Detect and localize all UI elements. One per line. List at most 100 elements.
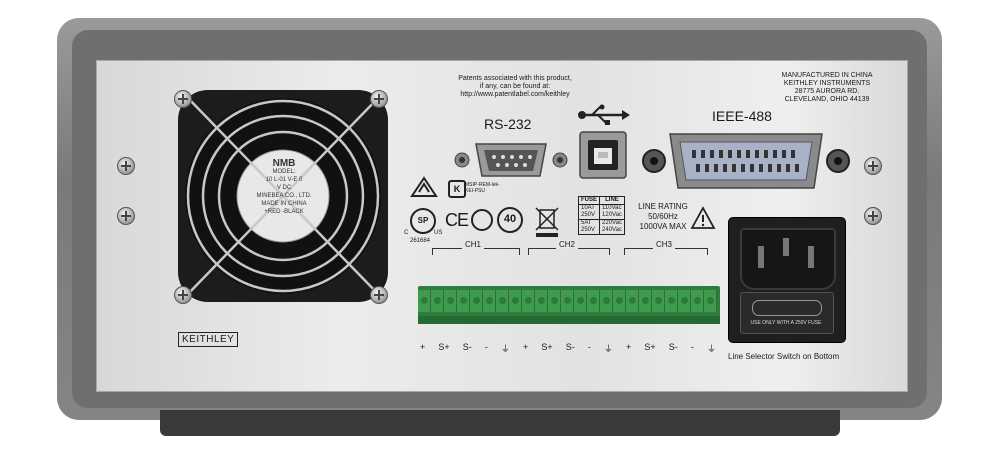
pin-label: + — [523, 342, 529, 352]
pin-label: + — [626, 342, 632, 352]
ieee488-port[interactable] — [638, 128, 854, 194]
power-pin — [758, 246, 764, 268]
terminal-screw[interactable] — [678, 290, 691, 312]
pin-label: - — [690, 342, 694, 352]
manufacturer-line: KEITHLEY INSTRUMENTS — [783, 80, 871, 87]
pin-label: S+ — [438, 342, 450, 352]
pin-label: ⏚ — [706, 344, 716, 354]
rs232-port[interactable] — [452, 138, 570, 182]
terminal-screw[interactable] — [561, 290, 574, 312]
line-rating: LINE RATING 50/60Hz 1000VA MAX — [636, 202, 690, 232]
rs232-label: RS-232 — [484, 116, 532, 132]
manufacturer-line: CLEVELAND, OHIO 44139 — [784, 96, 870, 103]
csa-c: C — [404, 230, 409, 236]
pin-label: S+ — [644, 342, 656, 352]
fan-screw — [174, 286, 192, 304]
line-rating-line: 1000VA MAX — [639, 222, 687, 231]
ground-pin — [783, 238, 789, 256]
pin-label: S- — [668, 342, 678, 352]
terminal-screw[interactable] — [691, 290, 704, 312]
terminal-screw[interactable] — [587, 290, 600, 312]
terminal-screw[interactable] — [548, 290, 561, 312]
usb-port[interactable] — [578, 130, 628, 180]
fan-label-line: MADE IN CHINA — [261, 201, 307, 207]
patent-line: http://www.patentlabel.com/keithley — [460, 91, 570, 98]
terminal-screw[interactable] — [665, 290, 678, 312]
fan-brand: NMB — [272, 158, 296, 169]
patent-notice: Patents associated with this product, if… — [440, 75, 590, 99]
fuse-cell: 10AT 250V — [577, 204, 601, 220]
brand-logo: KEITHLEY — [178, 332, 239, 347]
ch1-label: CH1 — [462, 240, 485, 249]
efup-40-mark-icon — [471, 207, 523, 233]
pin-label: S+ — [541, 342, 553, 352]
terminal-screw[interactable] — [470, 290, 483, 312]
terminal-screw[interactable] — [444, 290, 457, 312]
fan-screw — [174, 90, 192, 108]
terminal-screw[interactable] — [600, 290, 613, 312]
terminal-block-base — [418, 316, 720, 324]
terminal-screw[interactable] — [522, 290, 535, 312]
terminal-screw[interactable] — [496, 290, 509, 312]
ieee488-label: IEEE-488 — [712, 108, 772, 124]
terminal-screw[interactable] — [431, 290, 444, 312]
pin-label: ⏚ — [603, 344, 613, 354]
panel-screw — [864, 207, 882, 225]
line-selector-note: Line Selector Switch on Bottom — [728, 352, 840, 361]
rcm-mark-icon — [410, 176, 438, 197]
ch2-label: CH2 — [556, 240, 579, 249]
manufacturer-line: 28775 AURORA RD. — [794, 88, 860, 95]
fan-label-line: MODEL: — [272, 169, 296, 175]
patent-line: Patents associated with this product, — [458, 75, 572, 82]
fuse-header: FUSE — [577, 196, 601, 205]
fan-screw — [370, 286, 388, 304]
fan-label: NMB MODEL: 10 L-01 V-E 0 V DC MINEBEA CO… — [238, 158, 330, 216]
manufacturer-line: MANUFACTURED IN CHINA — [781, 72, 873, 79]
fuse-drawer-outline — [752, 300, 822, 316]
ch3-label: CH3 — [653, 240, 676, 249]
manufacturer-info: MANUFACTURED IN CHINA KEITHLEY INSTRUMEN… — [762, 72, 892, 104]
terminal-screw[interactable] — [613, 290, 626, 312]
fan-assembly — [178, 90, 388, 302]
patent-line: if any, can be found at: — [479, 83, 551, 90]
ch3-bracket — [624, 248, 708, 255]
terminal-screw[interactable] — [418, 290, 431, 312]
terminal-screw[interactable] — [457, 290, 470, 312]
panel-screw — [864, 157, 882, 175]
csa-us: US — [434, 230, 443, 236]
fuse-cell: 5AT 250V — [577, 219, 601, 235]
csa-mark-icon: SP — [410, 208, 436, 234]
ch1-bracket — [432, 248, 520, 255]
fan-screw — [370, 90, 388, 108]
panel-screw — [117, 207, 135, 225]
line-header: LINE — [599, 196, 625, 205]
fan-label-line: V DC — [276, 185, 292, 191]
line-cell: 220Vac 240Vac — [599, 219, 625, 235]
line-rating-line: 50/60Hz — [648, 212, 678, 221]
kc-mark-icon: K — [448, 180, 466, 198]
instrument-foot — [160, 410, 840, 436]
power-pin — [808, 246, 814, 268]
kc-registration: MSIP-REM-lek-KEI-PSU — [465, 182, 500, 194]
pin-label: S- — [565, 342, 575, 352]
weee-bin-icon — [535, 207, 559, 237]
terminal-screw[interactable] — [483, 290, 496, 312]
warning-icon — [690, 206, 716, 229]
line-rating-line: LINE RATING — [638, 202, 688, 211]
terminal-screw[interactable] — [574, 290, 587, 312]
usb-icon — [578, 104, 630, 125]
terminal-screw[interactable] — [704, 290, 717, 312]
pin-label: - — [484, 342, 488, 352]
terminal-screw[interactable] — [535, 290, 548, 312]
terminal-screw[interactable] — [639, 290, 652, 312]
panel-screw — [117, 157, 135, 175]
terminal-screw[interactable] — [626, 290, 639, 312]
fan-label-line: +RED -BLACK — [264, 209, 304, 215]
line-cell: 110Vac 120Vac — [599, 204, 625, 220]
pin-label: - — [587, 342, 591, 352]
terminal-pin-labels: +S+S--⏚+S+S--⏚+S+S--⏚ — [420, 342, 716, 355]
terminal-screw[interactable] — [509, 290, 522, 312]
terminal-screw[interactable] — [652, 290, 665, 312]
fan-label-line: 10 L-01 V-E 0 — [265, 177, 303, 183]
fan-label-line: MINEBEA CO., LTD. — [256, 193, 312, 199]
